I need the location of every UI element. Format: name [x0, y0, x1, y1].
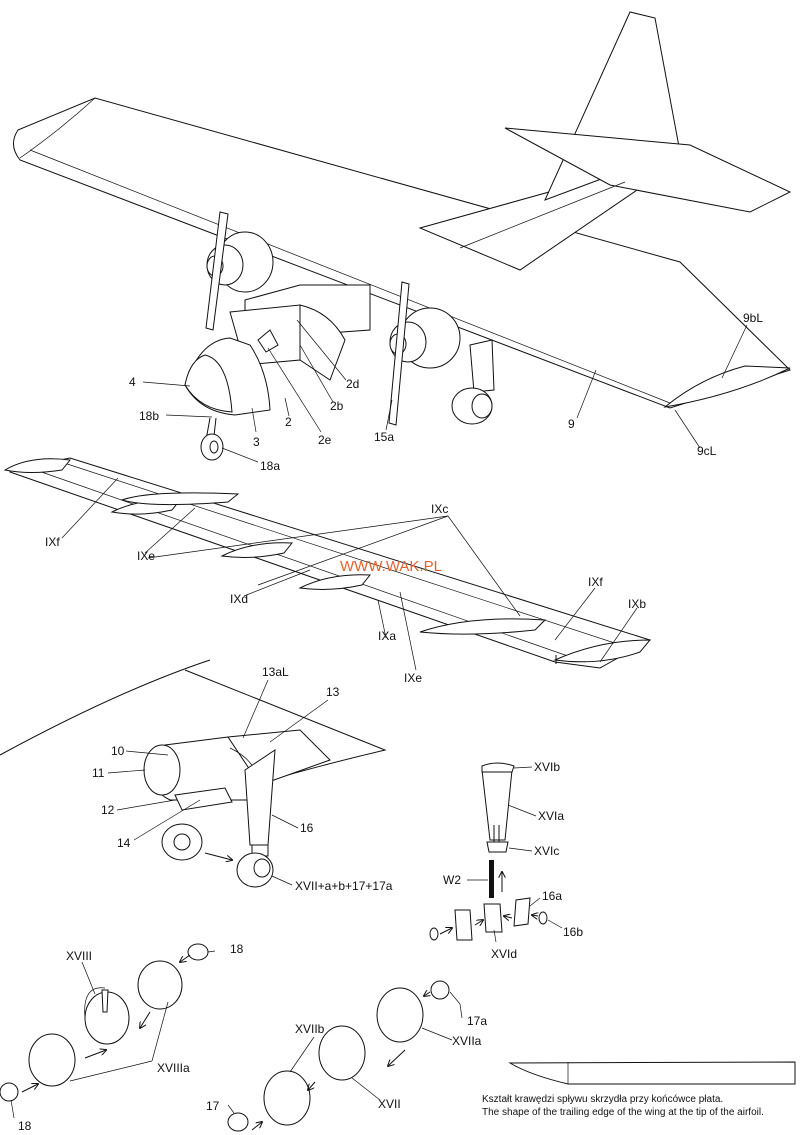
label-13: 13 [326, 685, 340, 699]
cap-18-bot [0, 1082, 19, 1102]
bracket-XVId [483, 903, 503, 933]
rib-6 [419, 618, 547, 635]
strut-XVIa [481, 769, 513, 841]
label-9cL: 9cL [697, 444, 717, 458]
propeller-left [205, 211, 229, 331]
cap-17 [227, 1112, 249, 1132]
disc-upper [137, 960, 183, 1010]
label-XVIIa: XVIIa [452, 1034, 482, 1048]
label-17: 17 [206, 1099, 220, 1113]
main-landing-gear-leg [469, 339, 495, 393]
wing-spar-assembly [9, 457, 652, 669]
disc-XVIIb [263, 1070, 311, 1126]
disc-XVII [318, 1025, 366, 1081]
label-IXf-1: IXf [45, 535, 60, 549]
rib-4 [220, 542, 294, 558]
label-16: 16 [300, 821, 314, 835]
label-IXc: IXc [431, 502, 448, 516]
label-11: 11 [92, 766, 105, 780]
label-10: 10 [111, 744, 125, 758]
label-IXe-1: IXe [137, 549, 155, 563]
caption-en: The shape of the trailing edge of the wi… [482, 1107, 764, 1118]
label-XVII-combo: XVII+a+b+17+17a [295, 879, 393, 893]
strut-detail-drawing: XVIb XVIa XVIc W2 16a 16b XVId [429, 760, 583, 961]
label-XVIb: XVIb [534, 760, 560, 774]
disc-XVIIa [376, 987, 424, 1043]
label-IXb: IXb [628, 597, 646, 611]
rib-1 [3, 458, 71, 473]
label-18a: 18a [260, 459, 280, 473]
aircraft-drawing: 4 18b 3 2 2e 2b 2d 18a 15a 9 9bL 9cL [13, 11, 792, 473]
label-2: 2 [285, 415, 292, 429]
label-IXf-2: IXf [588, 575, 603, 589]
label-13aL: 13aL [262, 665, 289, 679]
trailing-edge-section: Kształt krawędzi spływu skrzydła przy ko… [482, 1061, 796, 1118]
label-16b: 16b [563, 925, 583, 939]
label-XVIII: XVIII [66, 949, 92, 963]
washer-16b [538, 911, 548, 925]
label-2b: 2b [330, 399, 344, 413]
main-wing [13, 97, 791, 409]
caption-pl: Kształt krawędzi spływu skrzydła przy ko… [482, 1094, 723, 1105]
wing-tip [663, 365, 791, 408]
label-XVIIb: XVIIb [295, 1022, 325, 1036]
label-IXe-2: IXe [404, 671, 422, 685]
label-XVIc: XVIc [534, 844, 559, 858]
label-17a: 17a [467, 1014, 487, 1028]
wheel-discs-drawing: XVIII 18 XVIIIa 18 XVIIb 17a XVIIa XVII … [0, 942, 487, 1133]
strut-foot-XVIc [486, 841, 509, 853]
label-XVII: XVII [378, 1097, 401, 1111]
label-18b: 18b [139, 409, 159, 423]
label-9bL: 9bL [743, 311, 763, 325]
label-18-bot: 18 [18, 1119, 32, 1133]
cap-17a [430, 980, 450, 1000]
label-IXa: IXa [378, 629, 396, 643]
label-XVId: XVId [491, 947, 517, 961]
disc-lower [28, 1033, 76, 1087]
rib-5 [298, 574, 372, 590]
label-16a: 16a [542, 889, 562, 903]
label-XVIIIa: XVIIIa [157, 1061, 190, 1075]
label-12: 12 [101, 803, 115, 817]
rib-tip [553, 639, 652, 663]
label-XVIa: XVIa [538, 809, 564, 823]
label-4: 4 [129, 375, 136, 389]
nacelle-detail-drawing: 13aL 13 10 11 12 14 16 XVII+a+b+17+17a [0, 659, 393, 893]
label-18-top: 18 [230, 942, 244, 956]
plate-16a [513, 897, 531, 927]
label-3: 3 [253, 435, 260, 449]
label-14: 14 [117, 836, 131, 850]
rod-W2 [489, 860, 494, 898]
cap-18-top [187, 943, 209, 961]
rib-3 [120, 492, 240, 506]
nacelle-underside [174, 787, 233, 811]
label-15a: 15a [374, 430, 394, 444]
strut-cap-XVIb [481, 762, 515, 773]
label-2d: 2d [346, 377, 359, 391]
wing-structure-drawing: IXc IXf IXe IXd IXa IXe IXf IXb WWW.WAK.… [3, 457, 652, 685]
label-IXd: IXd [230, 592, 248, 606]
watermark: WWW.WAK.PL [340, 558, 442, 575]
label-W2: W2 [443, 873, 461, 887]
trailing-edge-shape [508, 1061, 796, 1085]
disc-XVIII [84, 991, 130, 1045]
horizontal-stabilizer [504, 127, 792, 213]
label-2e: 2e [318, 433, 332, 447]
label-9: 9 [568, 417, 575, 431]
propeller-right [388, 281, 410, 426]
